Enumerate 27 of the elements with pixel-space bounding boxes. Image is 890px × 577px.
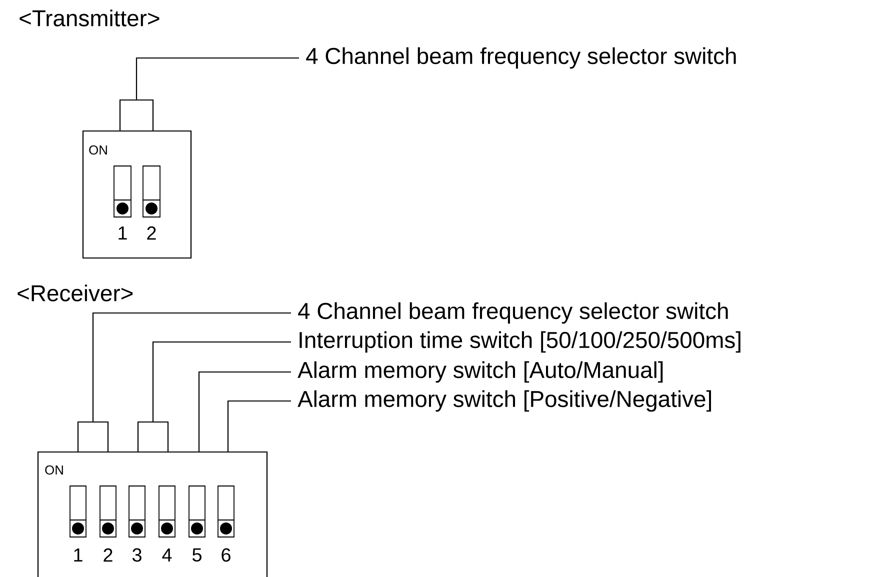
switch-number: 4 (162, 548, 172, 562)
switch-number: 3 (132, 548, 142, 562)
section-title: <Transmitter> (20, 10, 160, 26)
switch-number: 1 (118, 226, 127, 240)
switch-number: 2 (104, 548, 112, 562)
callout-text: Alarm memory switch [Positive/Negative] (298, 390, 711, 412)
on-label: ON (45, 465, 63, 475)
callout-text: Interruption time switch [50/100/250/500ms] (300, 331, 740, 353)
switch-number: 2 (147, 226, 156, 240)
dip-switch-body (82, 130, 192, 259)
switch-bracket (119, 99, 154, 132)
dip-switch-body (37, 451, 268, 577)
callout-text: 4 Channel beam frequency selector switch (306, 47, 736, 69)
leader-line (152, 341, 291, 422)
switch-number: 5 (192, 548, 202, 562)
leader-line (136, 57, 299, 100)
leader-line (198, 371, 291, 452)
switch-number: 6 (222, 548, 230, 562)
switch-bracket (137, 421, 169, 453)
on-label: ON (89, 145, 107, 155)
switch-number: 1 (74, 548, 82, 562)
switch-bracket (77, 421, 109, 453)
leader-line (92, 312, 291, 422)
section-title: <Receiver> (18, 284, 133, 302)
callout-text: Alarm memory switch [Auto/Manual] (298, 361, 663, 383)
callout-text: 4 Channel beam frequency selector switch (298, 302, 728, 324)
leader-line (227, 400, 291, 452)
